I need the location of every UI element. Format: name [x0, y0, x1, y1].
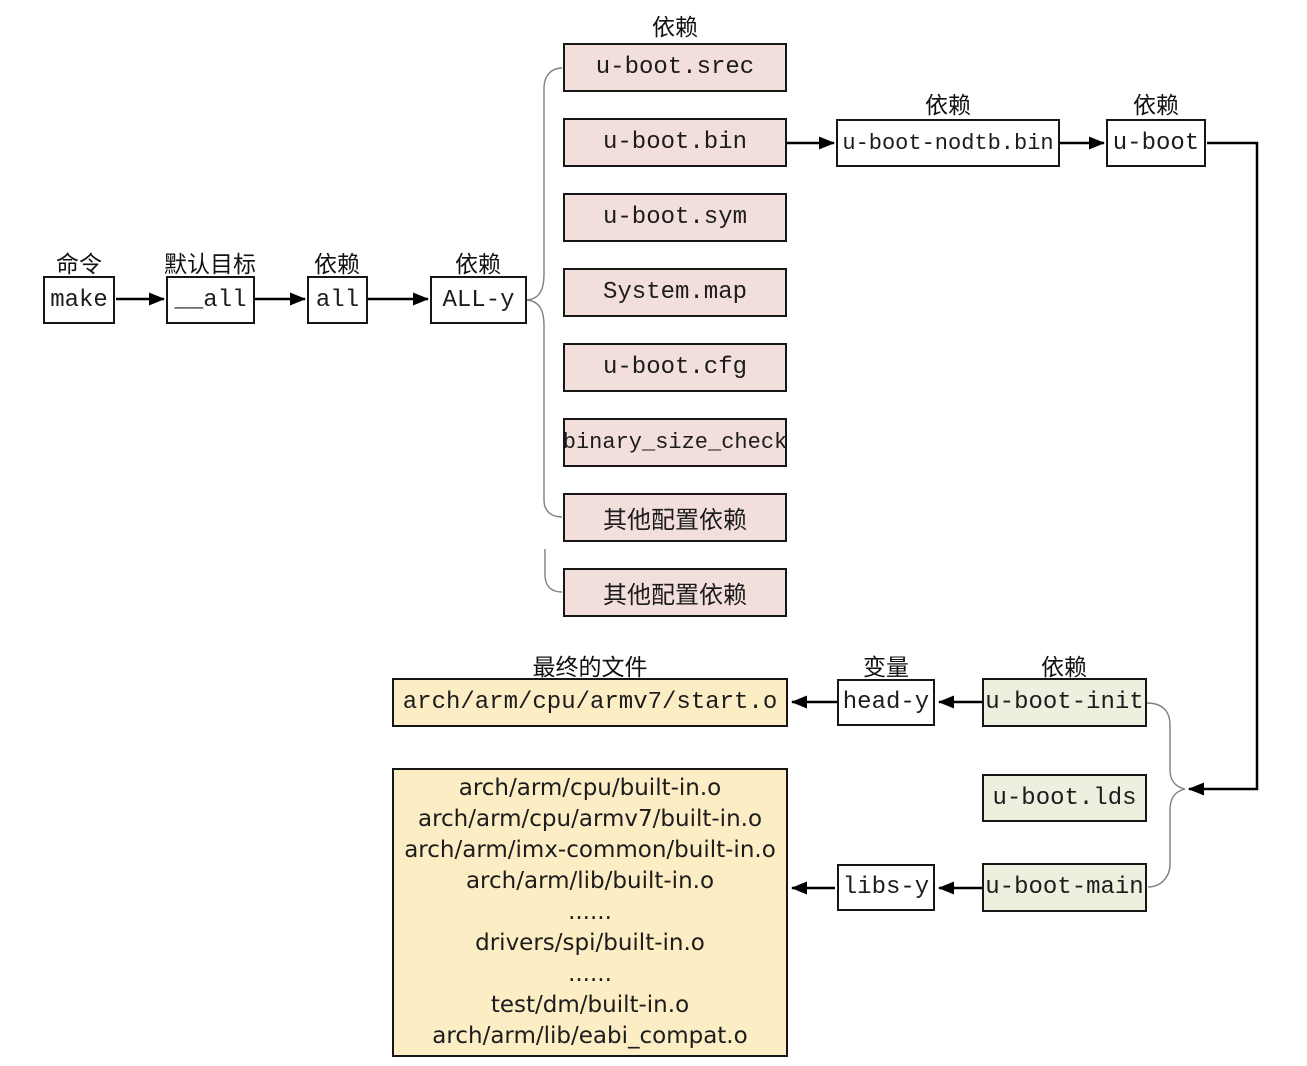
object-line: test/dm/built-in.o — [490, 992, 690, 1018]
label-dep-uboot: 依赖 — [1133, 93, 1179, 118]
label-variable: 变量 — [863, 655, 909, 680]
object-line-ellipsis: ...... — [568, 961, 612, 987]
node-uboot-sym: u-boot.sym — [563, 193, 787, 242]
brace-ally-lower — [526, 299, 563, 518]
node-uboot-init: u-boot-init — [982, 678, 1147, 727]
node-make: make — [43, 276, 115, 324]
node-object-list: arch/arm/cpu/built-in.o arch/arm/cpu/arm… — [392, 768, 788, 1057]
node-uboot-bin: u-boot.bin — [563, 118, 787, 167]
brace-ally-upper — [526, 67, 563, 301]
label-dep-nodtb: 依赖 — [925, 93, 971, 118]
object-line: arch/arm/lib/built-in.o — [465, 868, 715, 894]
arrow-uboot-to-link-group — [1188, 141, 1259, 796]
object-line: arch/arm/cpu/built-in.o — [458, 775, 722, 801]
node-all-private: __all — [166, 276, 255, 324]
node-uboot-srec: u-boot.srec — [563, 43, 787, 92]
label-dep-ally: 依赖 — [455, 252, 501, 277]
node-other-config-dep-1: 其他配置依赖 — [563, 493, 787, 542]
object-line: arch/arm/imx-common/built-in.o — [404, 837, 776, 863]
node-uboot-main: u-boot-main — [982, 863, 1147, 912]
object-line: drivers/spi/built-in.o — [475, 930, 705, 956]
node-uboot: u-boot — [1106, 119, 1206, 167]
node-uboot-lds: u-boot.lds — [982, 774, 1147, 822]
node-binary-size-check: binary_size_check — [563, 418, 787, 467]
node-other-config-dep-2: 其他配置依赖 — [563, 568, 787, 617]
node-all: all — [307, 276, 368, 324]
object-line: arch/arm/lib/eabi_compat.o — [432, 1023, 748, 1049]
label-command: 命令 — [56, 252, 102, 277]
label-dep-all: 依赖 — [314, 252, 360, 277]
node-uboot-nodtb-bin: u-boot-nodtb.bin — [836, 119, 1060, 167]
node-uboot-cfg: u-boot.cfg — [563, 343, 787, 392]
node-ally: ALL-y — [430, 276, 527, 324]
brace-ally-extra — [544, 549, 563, 593]
label-dep-init: 依赖 — [1041, 655, 1087, 680]
brace-link-lower — [1147, 788, 1186, 888]
node-libs-y: libs-y — [837, 864, 935, 911]
object-line: arch/arm/cpu/armv7/built-in.o — [417, 806, 763, 832]
label-final-file: 最终的文件 — [532, 655, 648, 680]
node-start-o: arch/arm/cpu/armv7/start.o — [392, 678, 788, 727]
node-system-map: System.map — [563, 268, 787, 317]
object-line-ellipsis: ...... — [568, 899, 612, 925]
node-head-y: head-y — [837, 679, 935, 726]
label-dep-column: 依赖 — [652, 15, 698, 40]
label-default-target: 默认目标 — [164, 252, 256, 277]
brace-link-upper — [1146, 702, 1186, 790]
